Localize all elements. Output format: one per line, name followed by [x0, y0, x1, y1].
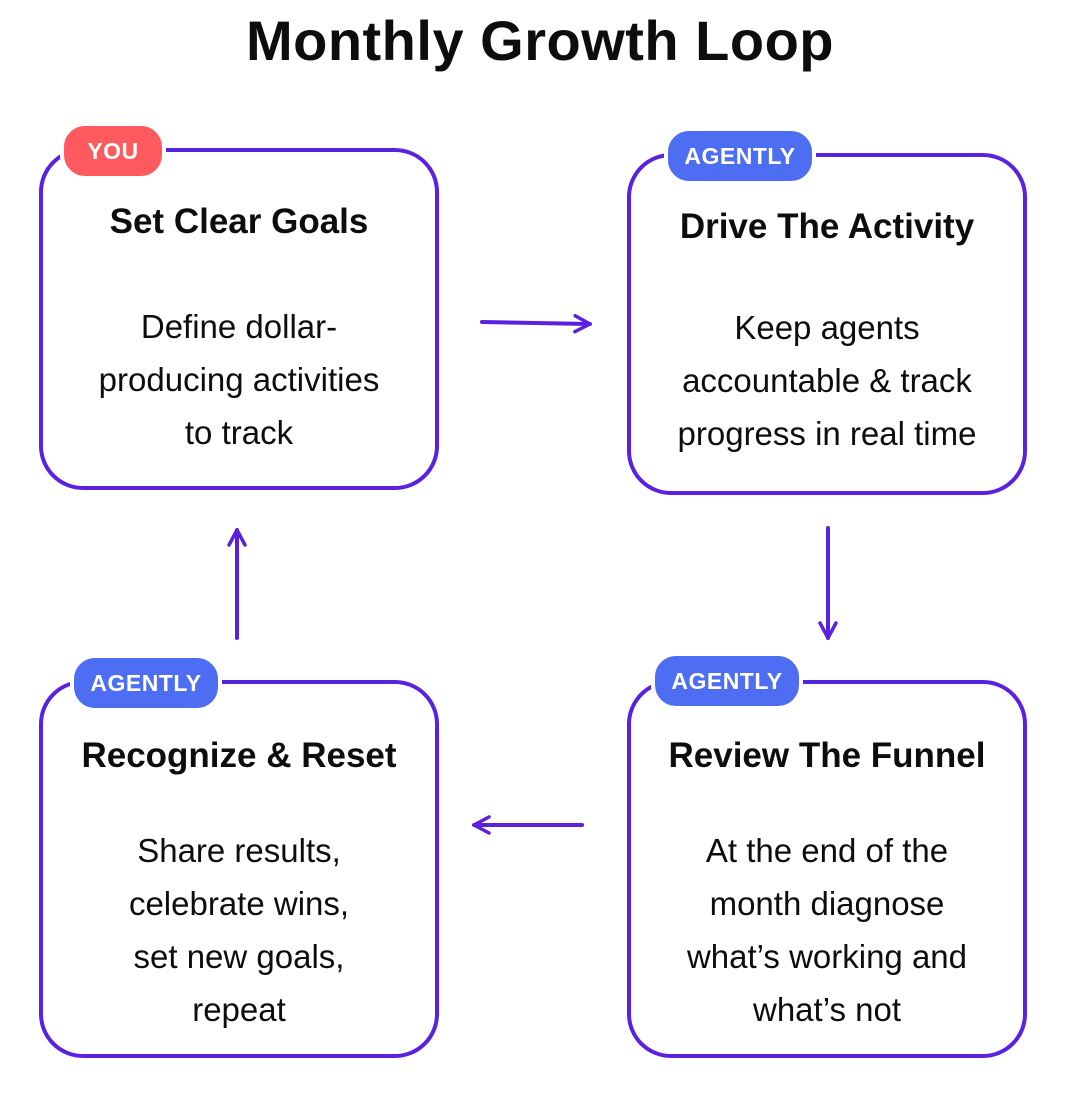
card-description-line: accountable & track	[682, 362, 972, 399]
card-description-line: producing activities	[98, 361, 380, 398]
card-description-line: Share results,	[137, 832, 341, 869]
card-description-line: At the end of the	[705, 832, 949, 869]
badge-you: YOU	[60, 122, 166, 180]
card-description: Share results, celebrate wins, set new g…	[59, 824, 419, 1036]
card-description-line: what’s working and	[686, 938, 968, 975]
card-description-line: Define dollar-	[140, 308, 338, 345]
arrow-goals-to-activity	[480, 313, 592, 334]
card-description-line: progress in real time	[677, 415, 977, 452]
card-set-clear-goals: Set Clear Goals Define dollar- producing…	[39, 148, 439, 490]
card-description-line: month diagnose	[709, 885, 945, 922]
card-description-line: set new goals,	[133, 938, 345, 975]
card-title: Review The Funnel	[668, 736, 986, 775]
badge-agently: AGENTLY	[70, 654, 222, 712]
card-description: Keep agents accountable & track progress…	[647, 301, 1007, 460]
card-description: At the end of the month diagnose what’s …	[647, 824, 1007, 1036]
card-title: Recognize & Reset	[81, 736, 397, 775]
card-description-line: to track	[184, 414, 294, 451]
card-description-line: repeat	[192, 991, 286, 1028]
card-drive-the-activity: Drive The Activity Keep agents accountab…	[627, 153, 1027, 495]
badge-agently: AGENTLY	[664, 127, 816, 185]
card-review-the-funnel: Review The Funnel At the end of the mont…	[627, 680, 1027, 1058]
card-description: Define dollar- producing activities to t…	[59, 300, 419, 459]
card-description-line: what’s not	[753, 991, 901, 1028]
card-title: Drive The Activity	[679, 207, 975, 246]
card-description-line: Keep agents	[734, 309, 920, 346]
card-title: Set Clear Goals	[109, 202, 369, 241]
diagram-title: Monthly Growth Loop	[245, 9, 835, 72]
card-description-line: celebrate wins,	[128, 885, 350, 922]
badge-agently: AGENTLY	[651, 652, 803, 710]
card-recognize-and-reset: Recognize & Reset Share results, celebra…	[39, 680, 439, 1058]
